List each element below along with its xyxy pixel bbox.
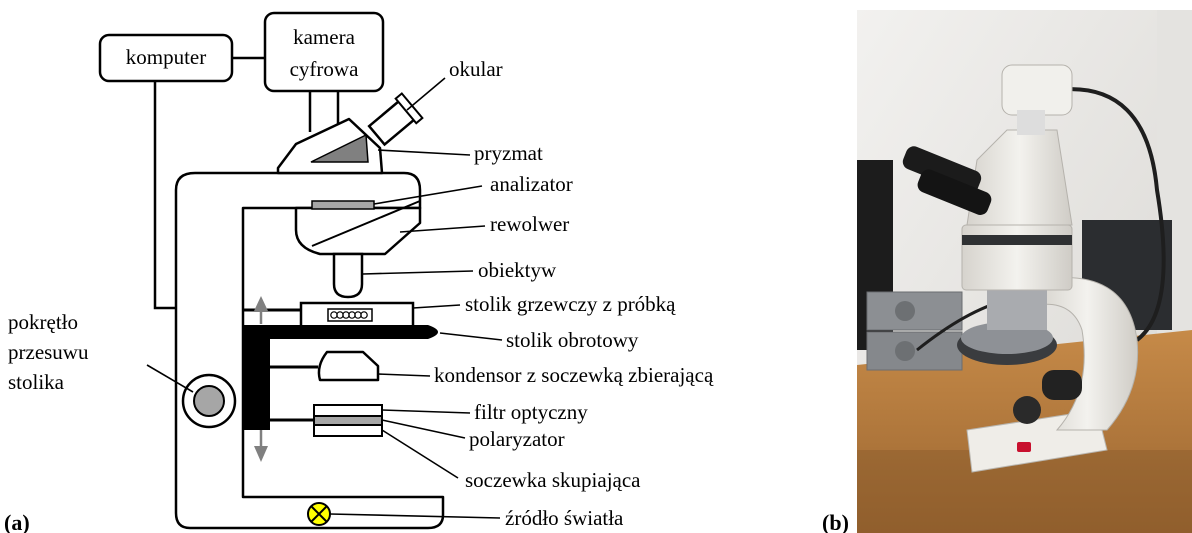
- label-knob-line1: pokrętło: [8, 310, 78, 334]
- photo-camera-tube: [1017, 110, 1045, 135]
- label-filter: filtr optyczny: [474, 400, 588, 424]
- sample-coil: [331, 312, 367, 318]
- photo-focus-knob: [1042, 370, 1082, 400]
- label-prism: pryzmat: [474, 141, 543, 165]
- label-knob-line3: stolika: [8, 370, 65, 394]
- label-knob-line2: przesuwu: [8, 340, 89, 364]
- photo-camera: [1002, 65, 1072, 115]
- revolver: [296, 208, 420, 254]
- stage-knob-inner: [194, 386, 224, 416]
- photo-objectives: [987, 290, 1047, 330]
- label-analyzer: analizator: [490, 172, 573, 196]
- eyepiece: [367, 94, 423, 148]
- up-arrow: [254, 296, 268, 324]
- label-focusing-lens: soczewka skupiająca: [465, 468, 641, 492]
- computer-cable: [155, 81, 176, 308]
- analyzer: [312, 201, 374, 209]
- label-objective: obiektyw: [478, 258, 557, 282]
- photo-leica-logo: [1017, 442, 1031, 452]
- photo-analyzer-block: [962, 225, 1072, 290]
- down-arrow: [254, 430, 268, 462]
- label-heating-stage: stolik grzewczy z próbką: [465, 292, 676, 316]
- microscope-photo: [857, 10, 1192, 533]
- photo-focus-knob-2: [1013, 396, 1041, 424]
- panel-label-a: (a): [4, 510, 30, 533]
- label-rotary-stage: stolik obrotowy: [506, 328, 639, 352]
- camera-label-line2: cyfrowa: [290, 57, 359, 81]
- optical-filter: [314, 405, 382, 416]
- polarizer: [314, 416, 382, 425]
- camera-label-line1: kamera: [293, 25, 355, 49]
- photo-speaker-1: [895, 301, 915, 321]
- label-light-source: źródło światła: [505, 506, 624, 530]
- photo-speaker-2: [895, 341, 915, 361]
- panel-label-b: (b): [822, 510, 849, 533]
- sample-holder: [328, 309, 372, 321]
- label-polarizer: polaryzator: [469, 427, 565, 451]
- objective: [334, 254, 362, 297]
- label-revolver: rewolwer: [490, 212, 569, 236]
- light-source-lamp: [308, 503, 330, 525]
- photo-analyzer-slot: [962, 235, 1072, 245]
- label-eyepiece: okular: [449, 57, 503, 81]
- microscope-diagram: komputer kamera cyfrowa: [0, 0, 850, 533]
- condenser: [319, 352, 378, 380]
- computer-label: komputer: [126, 45, 206, 69]
- label-condenser: kondensor z soczewką zbierającą: [434, 363, 714, 387]
- focusing-lens: [314, 425, 382, 436]
